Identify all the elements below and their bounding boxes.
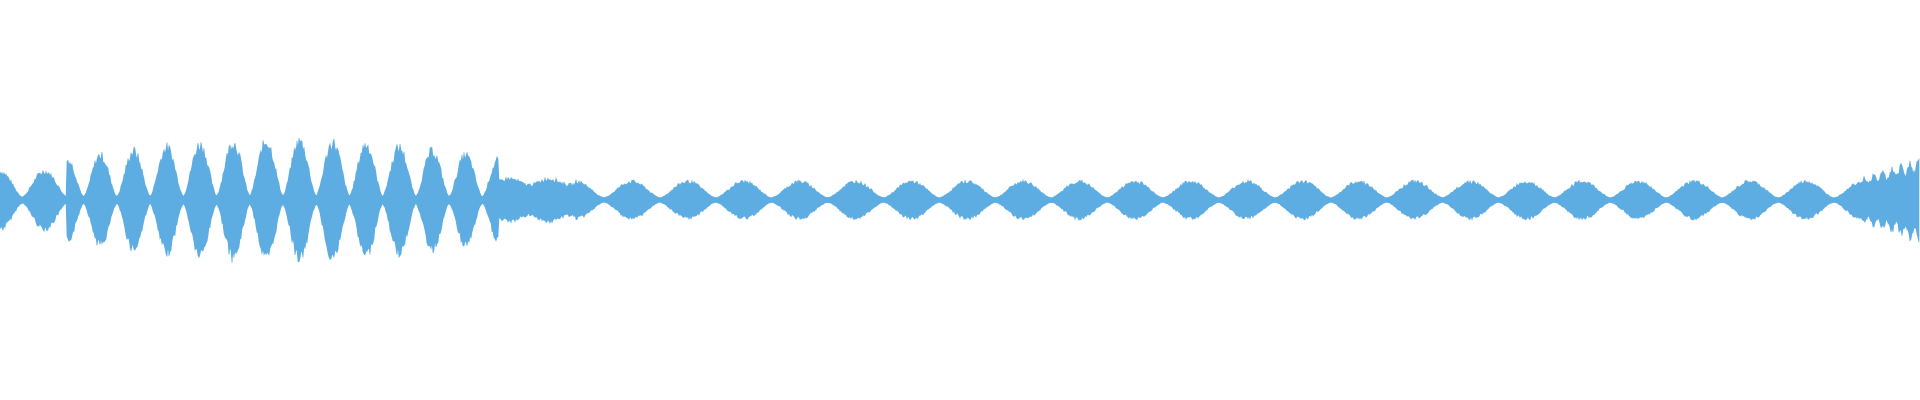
waveform-envelope: [0, 137, 1920, 263]
